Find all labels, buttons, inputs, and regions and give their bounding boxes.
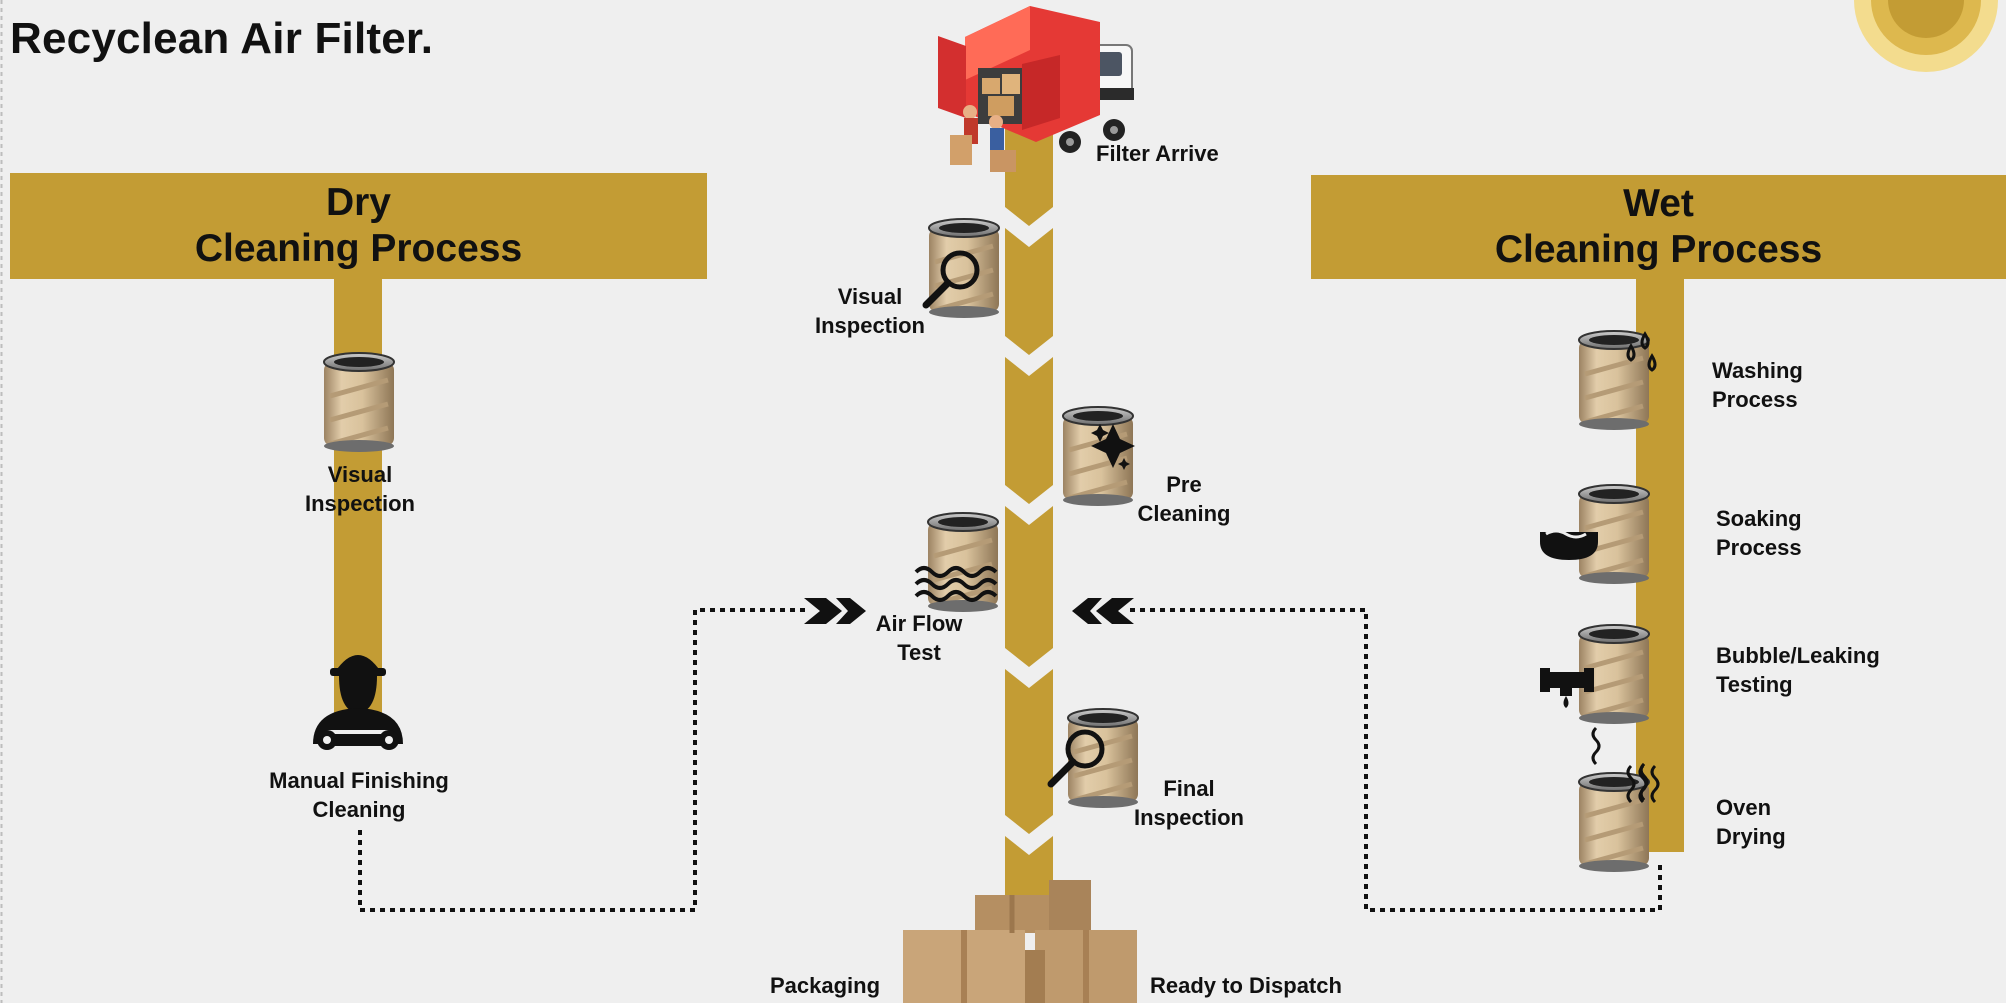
page-title: Recyclean Air Filter. [10, 14, 434, 63]
filter-canister-icon [1062, 406, 1134, 506]
filter-canister-icon [1578, 624, 1650, 724]
wet-process-header: Wet Cleaning Process [1311, 175, 2006, 279]
mechanic-worker-icon [313, 655, 403, 750]
dry-process-header: Dry Cleaning Process [10, 173, 707, 279]
dry-header-line2: Cleaning Process [194, 227, 523, 270]
sun-decoration-icon [1854, 0, 1998, 72]
filter-canister-icon [928, 218, 1000, 318]
water-drops-icon [1626, 331, 1657, 372]
double-chevron-left-icon [1072, 598, 1134, 624]
filter-arrive-label: Filter Arrive [1096, 141, 1219, 166]
sparkle-icon [1091, 424, 1135, 470]
wet-header-line2: Cleaning Process [1494, 228, 1823, 271]
dry-header-line1: Dry [325, 181, 392, 224]
filter-canister-icon [1067, 708, 1139, 808]
ready-to-dispatch-label: Ready to Dispatch [1150, 973, 1342, 998]
filter-canister-icon [323, 352, 395, 452]
dry-process-trunk [334, 276, 382, 716]
magnifier-icon [1047, 729, 1105, 788]
soaking-tub-icon [1540, 529, 1598, 560]
delivery-truck-icon [938, 6, 1134, 172]
cardboard-boxes-icon [903, 880, 1137, 1003]
double-chevron-right-icon [804, 598, 866, 624]
filter-canister-icon [1578, 330, 1650, 430]
filter-canister-icon [1578, 772, 1650, 872]
leaking-pipe-icon [1540, 668, 1594, 708]
magnifier-icon [922, 250, 980, 309]
wet-return-connector [1125, 608, 1662, 912]
filter-canister-icon [1578, 484, 1650, 584]
packaging-label: Packaging [770, 973, 881, 998]
flow-chevrons [1005, 207, 1053, 855]
wet-header-line1: Wet [1623, 182, 1694, 225]
dry-return-connector [358, 608, 805, 912]
heat-waves-icon [1591, 726, 1660, 804]
air-waves-icon [914, 566, 998, 602]
